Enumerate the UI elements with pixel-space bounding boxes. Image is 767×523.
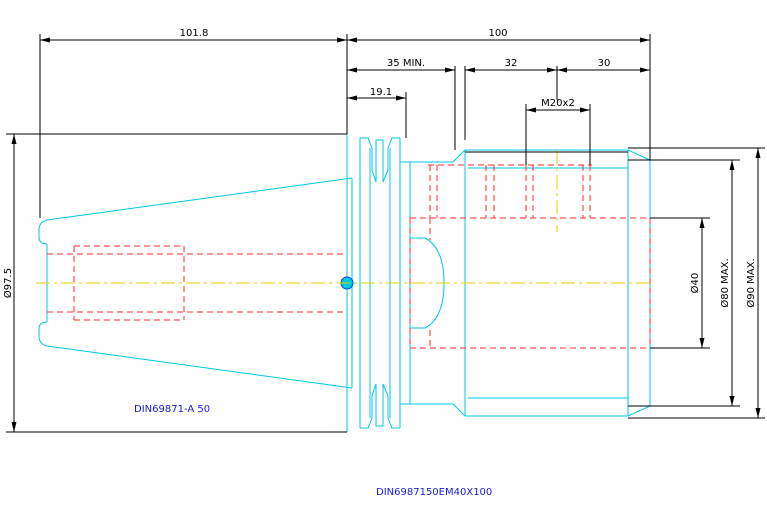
dim-collar: 19.1 bbox=[370, 87, 392, 98]
dim-bore-dia: Ø40 bbox=[689, 273, 701, 294]
shank-standard-label: DIN69871-A 50 bbox=[134, 404, 210, 415]
dim-seg-30: 30 bbox=[598, 58, 611, 69]
dim-overall-length: 100 bbox=[488, 28, 507, 39]
hidden-lines bbox=[47, 164, 651, 349]
dim-thread: M20x2 bbox=[541, 98, 575, 109]
centerlines bbox=[36, 150, 652, 284]
dim-min-length: 35 MIN. bbox=[387, 58, 425, 69]
dim-body-dia: Ø80 MAX. bbox=[719, 258, 731, 307]
notes: DIN69871-A 50 DIN6987150EM40X100 bbox=[134, 404, 492, 498]
dim-seg-32: 32 bbox=[505, 58, 518, 69]
dim-flange-dia: Ø97.5 bbox=[2, 268, 14, 298]
dim-taper-length: 101.8 bbox=[180, 28, 209, 39]
part-number-label: DIN6987150EM40X100 bbox=[376, 487, 492, 498]
dimension-text: 101.8 100 35 MIN. 32 30 19.1 M20x2 Ø97.5… bbox=[2, 28, 757, 308]
dimension-lines bbox=[6, 34, 765, 433]
dim-outer-dia: Ø90 MAX. bbox=[745, 258, 757, 307]
